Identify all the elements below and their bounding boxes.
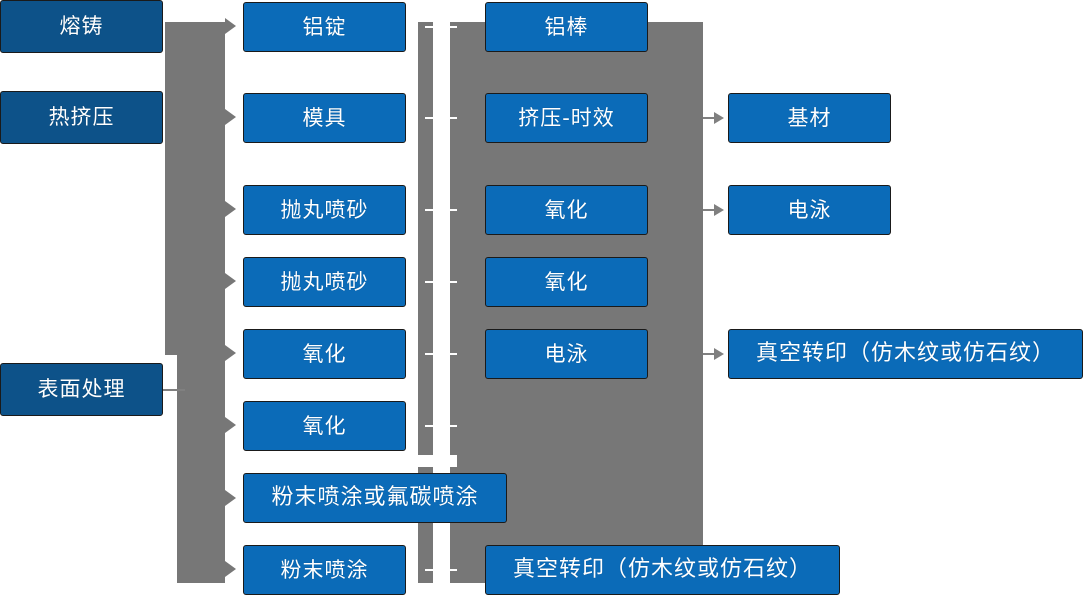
input-box-powder-or-fluorocarbon-coating[interactable]: 粉末喷涂或氟碳喷涂 xyxy=(243,473,507,523)
bar-line-4 xyxy=(425,281,457,283)
band-white-bite xyxy=(165,355,177,395)
input-box-powder-coating[interactable]: 粉末喷涂 xyxy=(243,545,406,595)
band-arrow-3 xyxy=(225,201,236,217)
connector-band-left-upper xyxy=(165,22,225,355)
band-arrow-6 xyxy=(225,417,236,433)
stage-box-melting[interactable]: 熔铸 xyxy=(0,0,163,53)
out-arrow-stem-2 xyxy=(703,209,716,211)
band-arrow-5 xyxy=(225,345,236,361)
output-box-electrophoresis[interactable]: 电泳 xyxy=(728,185,891,235)
process-box-electrophoresis[interactable]: 电泳 xyxy=(485,329,648,379)
out-arrow-3 xyxy=(714,348,724,360)
band-arrow-4 xyxy=(225,273,236,289)
band-notch-top xyxy=(70,72,84,82)
bar-line-5 xyxy=(425,353,457,355)
stage-box-hot-extrusion[interactable]: 热挤压 xyxy=(0,91,163,144)
bar-line-8 xyxy=(425,569,457,571)
bar-line-2 xyxy=(425,117,457,119)
process-box-vacuum-transfer-printing[interactable]: 真空转印（仿木纹或仿石纹） xyxy=(485,545,840,595)
band-arrow-1 xyxy=(225,18,236,34)
connector-bar-narrow xyxy=(418,22,433,583)
input-box-shot-blasting-2[interactable]: 抛丸喷砂 xyxy=(243,257,406,307)
stage-box-surface-treatment[interactable]: 表面处理 xyxy=(0,363,163,416)
output-box-vacuum-transfer-printing[interactable]: 真空转印（仿木纹或仿石纹） xyxy=(728,329,1083,379)
out-arrow-stem-1 xyxy=(703,117,716,119)
process-box-oxidation-2[interactable]: 氧化 xyxy=(485,257,648,307)
bar-gap-2 xyxy=(433,455,457,467)
out-arrow-2 xyxy=(714,204,724,216)
input-box-oxidation-2[interactable]: 氧化 xyxy=(243,401,406,451)
band-arrow-7 xyxy=(225,490,236,506)
process-box-oxidation-1[interactable]: 氧化 xyxy=(485,185,648,235)
leader-line-surface xyxy=(163,389,185,391)
band-arrow-8 xyxy=(225,561,236,577)
bar-line-1 xyxy=(425,26,457,28)
process-box-aluminium-bar[interactable]: 铝棒 xyxy=(485,2,648,52)
out-arrow-1 xyxy=(714,112,724,124)
bar-line-6 xyxy=(425,425,457,427)
input-box-mould[interactable]: 模具 xyxy=(243,93,406,143)
bar-line-3 xyxy=(425,209,457,211)
band-arrow-2 xyxy=(225,109,236,125)
band-notch-mid xyxy=(70,336,84,346)
input-box-aluminium-ingot[interactable]: 铝锭 xyxy=(243,2,406,52)
out-arrow-stem-3 xyxy=(703,353,716,355)
process-box-extrusion-ageing[interactable]: 挤压-时效 xyxy=(485,93,648,143)
input-box-oxidation-1[interactable]: 氧化 xyxy=(243,329,406,379)
input-box-shot-blasting-1[interactable]: 抛丸喷砂 xyxy=(243,185,406,235)
output-box-substrate[interactable]: 基材 xyxy=(728,93,891,143)
bar-gap xyxy=(418,455,433,467)
connector-band-left-lower xyxy=(177,355,225,583)
